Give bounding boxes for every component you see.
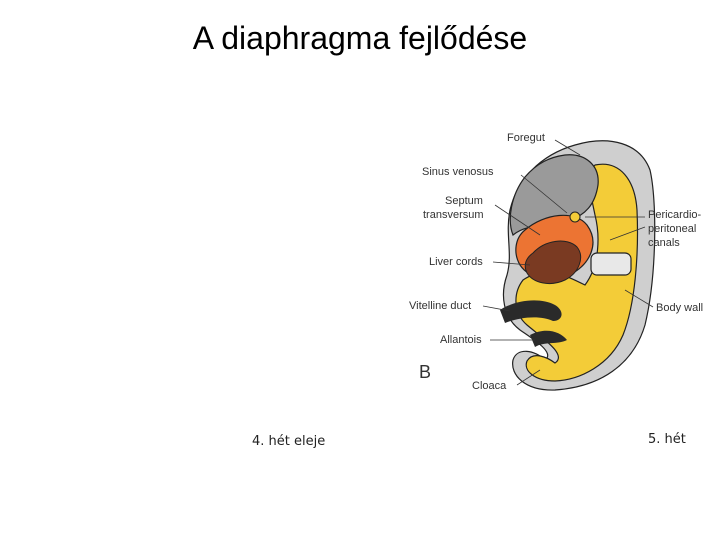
embryo-diagram: Foregut Sinus venosus Septum transversum… <box>409 132 703 392</box>
label-allantois: Allantois <box>440 334 482 346</box>
canal-opening <box>569 211 581 223</box>
caption-right: 5. hét <box>648 432 686 447</box>
slide-title: A diaphragma fejlődése <box>192 20 528 56</box>
allantois-stripe <box>530 330 567 347</box>
label-pericardio-line2: peritoneal <box>648 223 696 235</box>
leader-lines <box>482 139 654 386</box>
liver-cords <box>524 240 581 284</box>
label-body-wall: Body wall <box>656 302 703 314</box>
panel-letter: B <box>419 362 431 382</box>
label-vitelline-duct: Vitelline duct <box>409 300 471 312</box>
label-pericardio-line1: Pericardio- <box>648 209 702 221</box>
label-liver-cords: Liver cords <box>429 256 483 268</box>
label-pericardio-line3: canals <box>648 237 680 249</box>
label-septum-line1: Septum <box>445 195 483 207</box>
label-sinus-venosus: Sinus venosus <box>422 166 494 178</box>
label-cloaca: Cloaca <box>472 380 507 392</box>
label-septum-line2: transversum <box>423 209 484 221</box>
caption-left: 4. hét eleje <box>252 434 326 449</box>
gut-stripe <box>500 300 562 323</box>
label-foregut: Foregut <box>507 132 545 144</box>
body-wall-band <box>590 252 632 276</box>
